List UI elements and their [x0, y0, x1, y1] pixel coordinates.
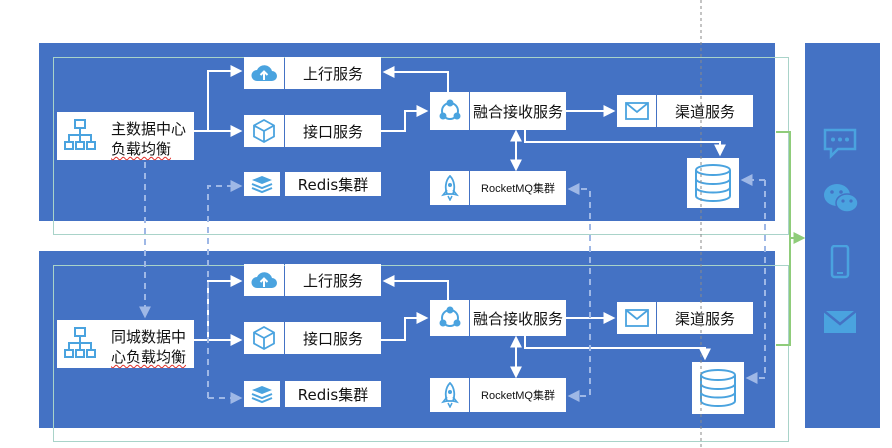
cloud-upload-icon [251, 65, 277, 81]
primary-interface-service: 接口服务 [285, 115, 381, 147]
secondary-database-box [692, 362, 744, 414]
secondary-interface-icon-box [244, 322, 284, 354]
secondary-redis-cluster: Redis集群 [285, 381, 381, 407]
database-icon [695, 164, 731, 202]
primary-redis-icon-box [244, 172, 280, 196]
mail-icon [624, 309, 649, 327]
message-icon [823, 128, 857, 159]
primary-interface-icon-box [244, 115, 284, 147]
client-sidebar [805, 43, 880, 428]
primary-rocketmq-icon-box [430, 171, 469, 205]
layers-icon [251, 386, 273, 404]
primary-fusion-receive-service: 融合接收服务 [470, 92, 566, 130]
secondary-interface-service: 接口服务 [285, 322, 381, 354]
secondary-fusion-icon-box [430, 300, 469, 336]
primary-rocketmq-cluster: RocketMQ集群 [470, 171, 566, 205]
secondary-lb-label-1: 同城数据中 [111, 328, 187, 346]
secondary-fusion-receive-service: 融合接收服务 [470, 300, 566, 336]
primary-lb-label-1: 主数据中心 [111, 120, 187, 138]
primary-upstream-service: 上行服务 [285, 57, 381, 89]
cloud-upload-icon [251, 272, 277, 288]
secondary-rocketmq-cluster: RocketMQ集群 [470, 378, 566, 412]
cluster-icon [439, 306, 460, 327]
secondary-upstream-service: 上行服务 [285, 264, 381, 296]
mail-icon [624, 102, 649, 120]
primary-database-box [687, 158, 739, 208]
network-tree-icon [64, 327, 96, 358]
secondary-channel-icon-box [617, 302, 656, 334]
primary-fusion-icon-box [430, 92, 469, 130]
primary-load-balancer: 主数据中心 负载均衡 [57, 112, 194, 160]
network-tree-icon [64, 119, 96, 150]
primary-dc-frame [53, 57, 789, 235]
secondary-upstream-icon-box [244, 264, 284, 296]
rocket-icon [440, 382, 459, 408]
cube-icon [253, 118, 275, 144]
rocket-icon [440, 175, 459, 201]
wechat-icon [824, 184, 859, 213]
secondary-rocketmq-icon-box [430, 378, 469, 412]
mail-icon [823, 310, 857, 333]
primary-channel-icon-box [617, 95, 656, 127]
secondary-lb-label-2: 心负载均衡 [111, 348, 187, 366]
secondary-load-balancer: 同城数据中 心负载均衡 [57, 320, 194, 368]
layers-icon [251, 176, 273, 194]
secondary-dc-frame [53, 265, 789, 442]
primary-channel-service: 渠道服务 [657, 95, 753, 127]
secondary-channel-service: 渠道服务 [657, 302, 753, 334]
primary-redis-cluster: Redis集群 [285, 172, 381, 196]
primary-lb-label-2: 负载均衡 [111, 140, 172, 158]
cube-icon [253, 325, 275, 351]
mobile-icon [830, 245, 850, 279]
cluster-icon [439, 99, 460, 120]
secondary-redis-icon-box [244, 381, 280, 407]
primary-upstream-icon-box [244, 57, 284, 89]
